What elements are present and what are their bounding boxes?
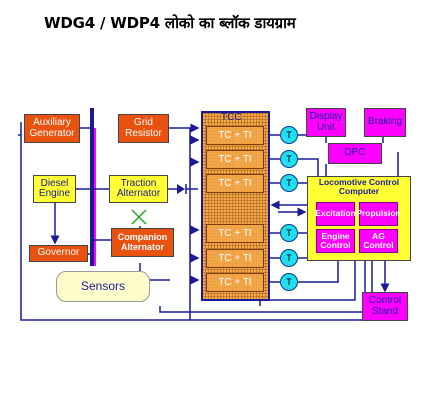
control-stand-block: Control Stand [362, 292, 408, 321]
tc-ti-module: TC + TI [206, 273, 264, 292]
traction-motor: T [280, 249, 298, 267]
tc-ti-module: TC + TI [206, 174, 264, 193]
auxiliary-generator-block: Auxiliary Generator [24, 114, 80, 143]
ag-control-module: AG Control [359, 229, 398, 253]
display-unit-block: Display Unit [306, 108, 346, 137]
dpc-block: DPC [328, 143, 382, 164]
tc-ti-module: TC + TI [206, 126, 264, 145]
diagram-title: WDG4 / WDP4 लोको का ब्लॉक डायग्राम [44, 14, 296, 32]
propulsion-module: Propulsion [356, 202, 401, 226]
traction-motor: T [280, 224, 298, 242]
traction-motor: T [280, 126, 298, 144]
lcc-title: Locomotive Control Computer [318, 177, 400, 197]
tc-ti-module: TC + TI [206, 150, 264, 169]
traction-motor: T [280, 273, 298, 291]
traction-alternator-block: Traction Alternator [109, 175, 168, 203]
grid-resistor-block: Grid Resistor [118, 114, 169, 143]
governor-block: Governor [29, 245, 88, 262]
sensors-block: Sensors [56, 271, 150, 302]
diesel-engine-block: Diesel Engine [33, 175, 76, 203]
engine-control-module: Engine Control [316, 229, 355, 253]
traction-motor: T [280, 174, 298, 192]
companion-alternator-block: Companion Alternator [111, 228, 174, 257]
tc-ti-module: TC + TI [206, 249, 264, 268]
braking-block: Braking [364, 108, 406, 137]
traction-motor: T [280, 150, 298, 168]
tc-ti-module: TC + TI [206, 224, 264, 243]
tcc-label: TCC [221, 112, 242, 123]
excitation-module: Excitation [315, 202, 356, 226]
